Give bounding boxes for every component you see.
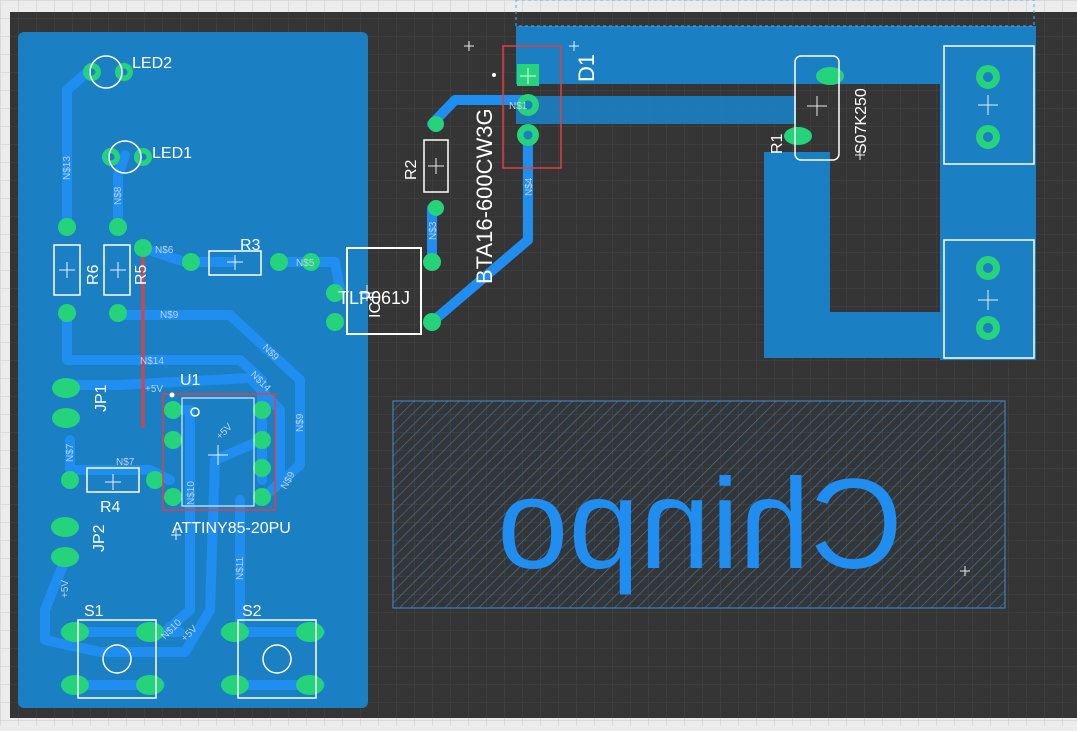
label-d1: D1 bbox=[574, 54, 599, 82]
label-led1: LED1 bbox=[152, 145, 192, 162]
label-u1: U1 bbox=[180, 372, 201, 389]
label-r3: R3 bbox=[240, 237, 261, 254]
net-n5: N$5 bbox=[296, 258, 315, 269]
label-r4: R4 bbox=[100, 499, 121, 516]
ground-pour-left[interactable] bbox=[18, 32, 368, 708]
label-ic1: IC1 bbox=[367, 293, 384, 318]
label-r2: R2 bbox=[403, 159, 420, 180]
u1-pin1-marker bbox=[169, 392, 175, 398]
label-jp1: JP1 bbox=[93, 384, 110, 412]
net-n6: N$6 bbox=[155, 245, 174, 256]
silkscreen bbox=[53, 45, 1035, 699]
pads[interactable] bbox=[51, 63, 1000, 695]
net-vcc1: +5V bbox=[145, 384, 163, 395]
net-n9a: N$9 bbox=[160, 310, 179, 321]
label-led2: LED2 bbox=[132, 55, 172, 72]
label-r1: R1 bbox=[769, 133, 786, 154]
net-vcc3: +5V bbox=[60, 580, 71, 598]
label-r6: R6 bbox=[85, 264, 102, 285]
net-n3: N$3 bbox=[428, 221, 439, 240]
net-n11: N$11 bbox=[235, 556, 246, 580]
label-jp2: JP2 bbox=[91, 524, 108, 552]
net-n8: N$8 bbox=[113, 186, 124, 205]
label-u1-part: ATTINY85-20PU bbox=[172, 520, 291, 537]
label-r5: R5 bbox=[133, 264, 150, 285]
power-copper-polygon[interactable] bbox=[515, 0, 1036, 360]
net-n4: N$4 bbox=[524, 177, 535, 196]
net-n9c: N$9 bbox=[295, 413, 306, 432]
board-text-chinpo: Chinpo bbox=[497, 453, 903, 596]
d1-pin1-marker bbox=[492, 73, 496, 77]
net-n7b: N$7 bbox=[116, 457, 135, 468]
net-n7: N$7 bbox=[65, 443, 76, 462]
net-n14a: N$14 bbox=[140, 356, 164, 367]
net-n13: N$13 bbox=[62, 156, 73, 180]
label-ic1-part: TLP061J bbox=[338, 288, 410, 308]
label-s1: S1 bbox=[84, 603, 104, 620]
u1-notch bbox=[190, 407, 200, 417]
label-varistor: S07K250 bbox=[853, 88, 870, 154]
label-d1-part: BTA16-600CW3G bbox=[472, 108, 497, 284]
text-region[interactable]: Chinpo bbox=[392, 400, 1006, 609]
label-s2: S2 bbox=[242, 603, 262, 620]
net-n1: N$1 bbox=[509, 101, 528, 112]
net-n10a: N$10 bbox=[186, 481, 197, 505]
